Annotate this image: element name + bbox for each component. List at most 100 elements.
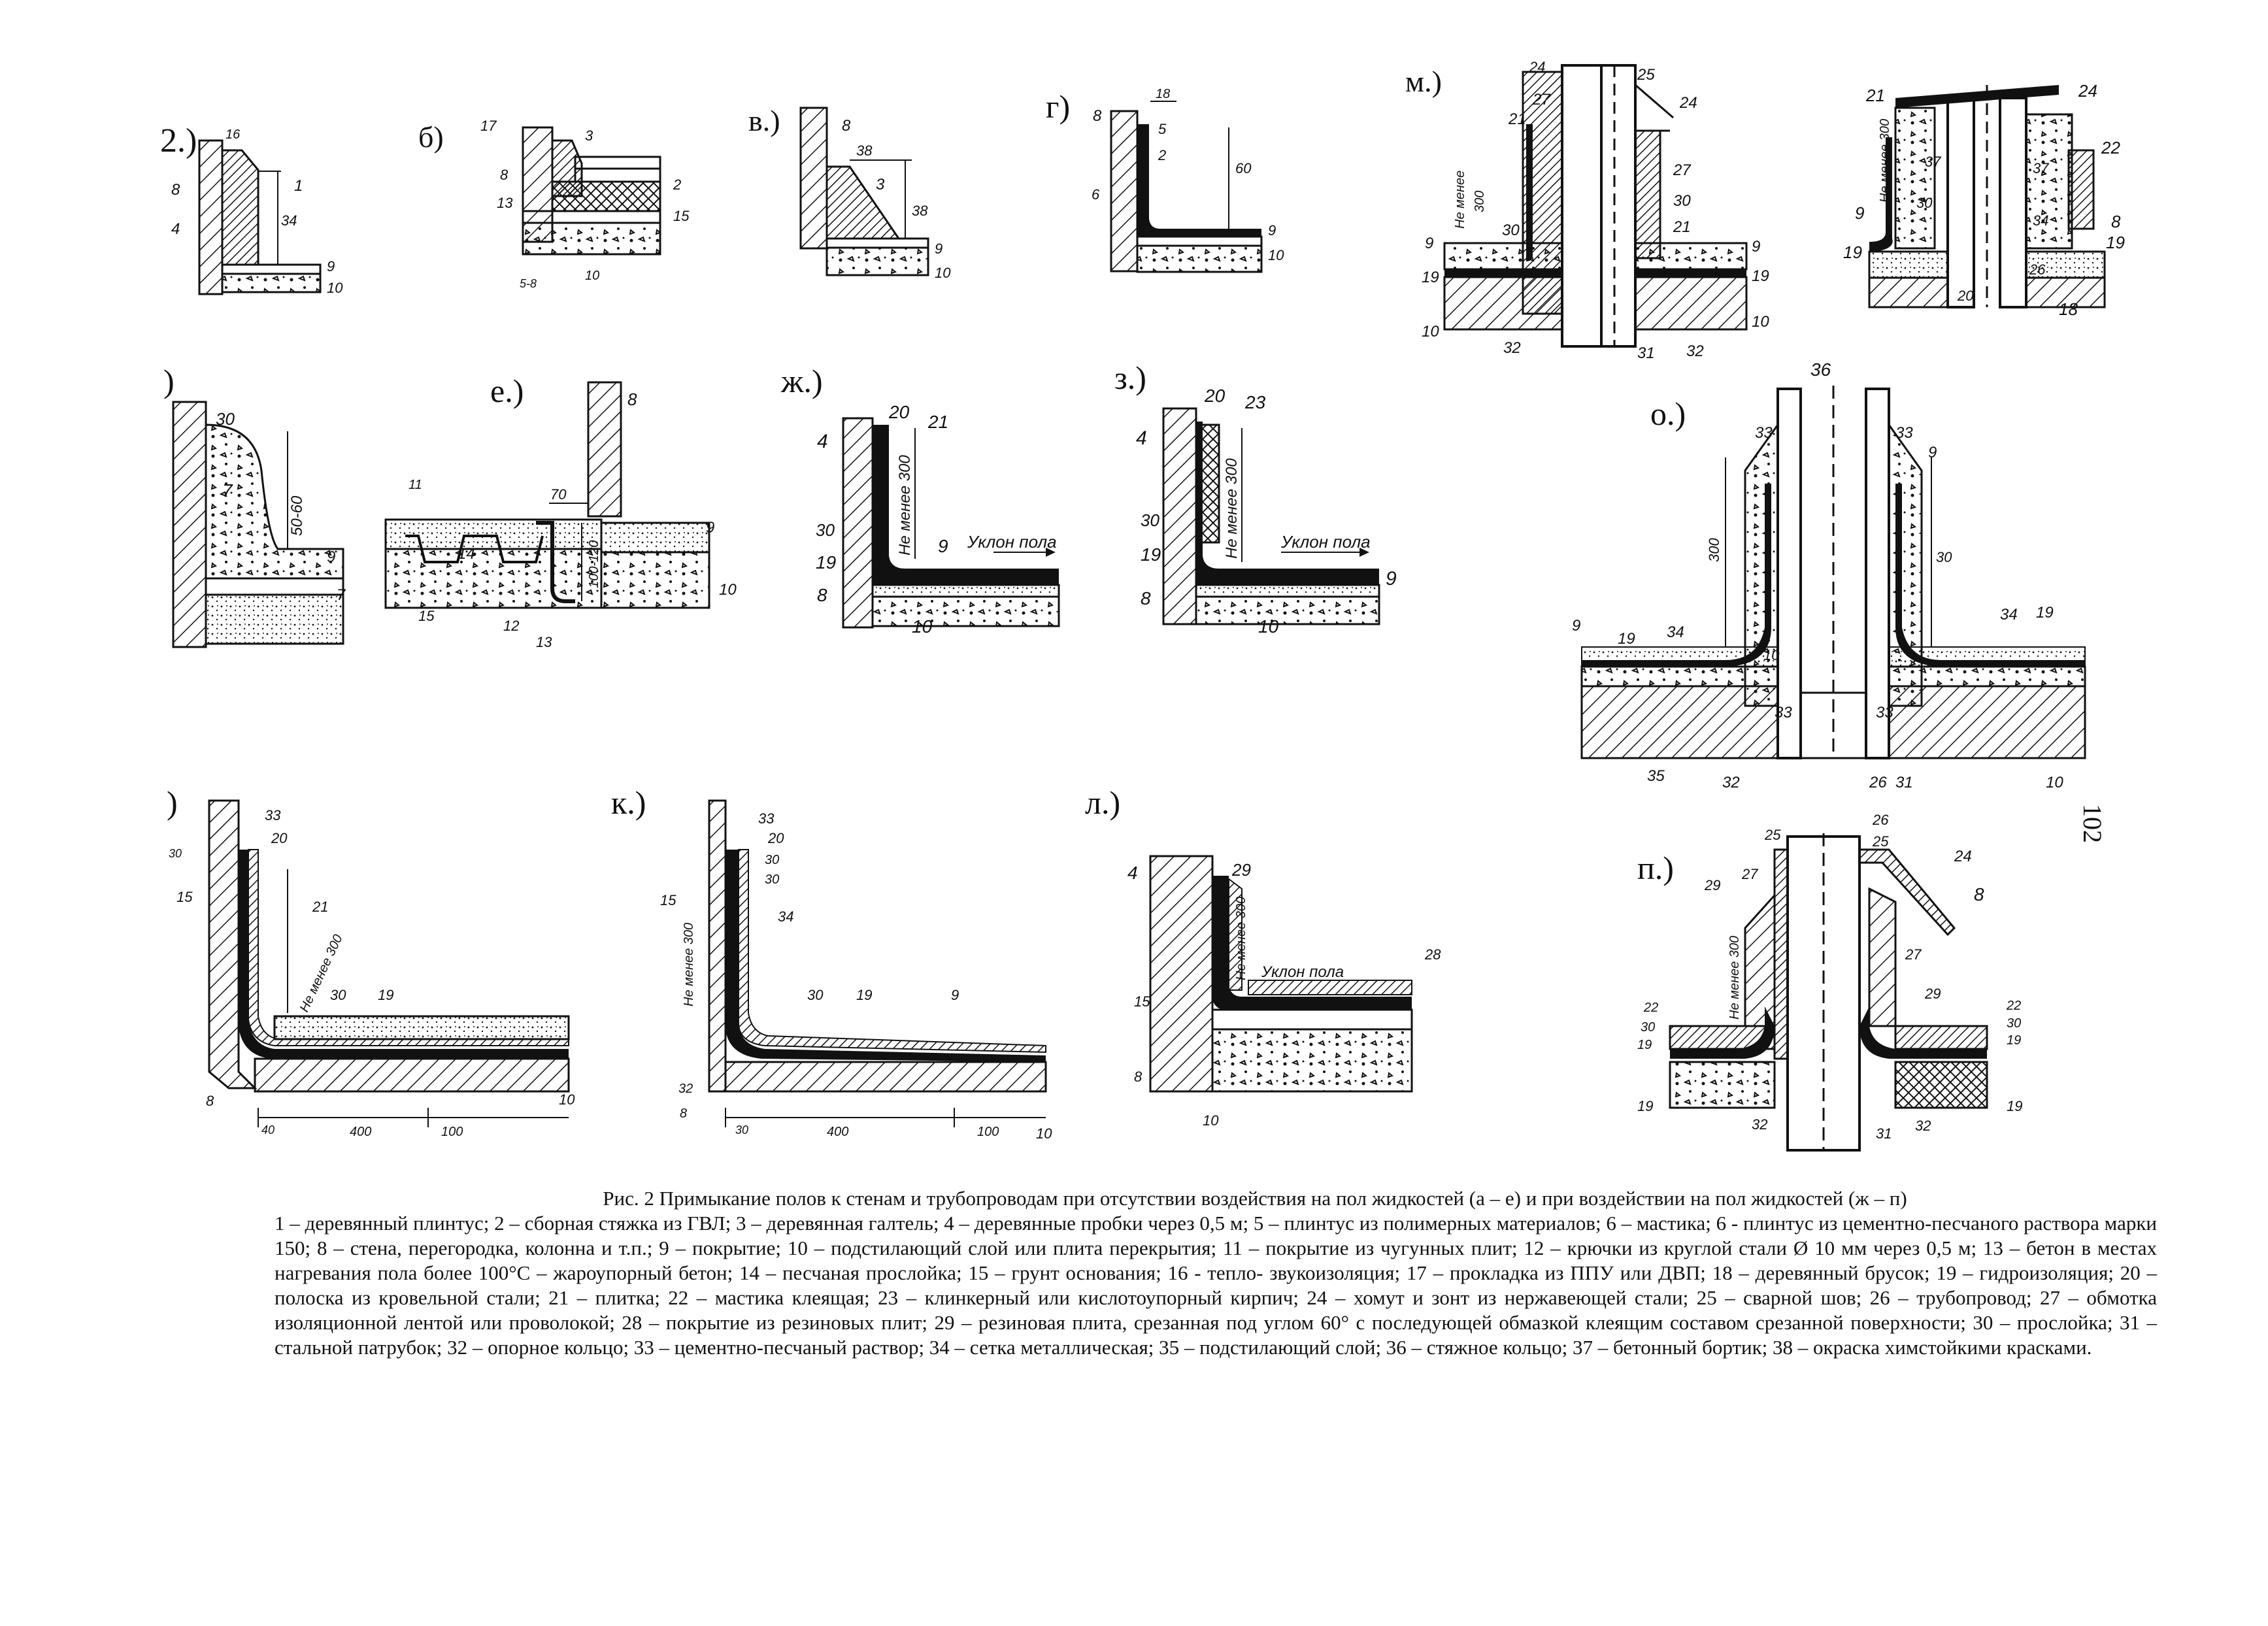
label-27: 27 [1905,946,1922,963]
label-28: 28 [1424,946,1441,963]
label-8: 8 [627,390,637,409]
text-ne-menee-300: Не менее 300 [1878,119,1892,203]
detail-o-tag: о.) [1650,395,1686,432]
label-19: 19 [1637,1038,1652,1052]
label-31: 31 [1895,774,1913,791]
label-20: 20 [888,402,910,422]
detail-i-tag: ) [167,784,178,821]
text-uklon-pola: Уклон пола [967,532,1057,552]
label-25: 25 [1764,827,1781,843]
label-33: 33 [758,810,775,827]
label-10: 10 [1258,616,1279,637]
label-100: 100 [977,1125,999,1139]
label-10: 10 [1752,313,1769,331]
label-16: 16 [225,127,241,142]
label-30: 30 [735,1123,748,1137]
label-70: 70 [550,486,567,503]
label-9: 9 [938,536,948,556]
label-29: 29 [1924,986,1941,1002]
label-23: 23 [1244,392,1266,412]
label-5-8: 5-8 [520,277,537,290]
label-32: 32 [1722,774,1740,791]
label-4: 4 [1136,427,1147,449]
label-22: 22 [1643,1001,1658,1015]
label-4: 4 [171,220,180,238]
label-34: 34 [778,908,793,925]
label-27: 27 [1532,91,1551,108]
detail-e: е.) 8 11 70 14 9 100-120 10 15 12 13 [384,373,737,650]
label-21: 21 [1673,218,1691,236]
label-26: 26 [1869,774,1887,791]
label-22: 22 [2006,999,2021,1013]
label-9: 9 [706,519,714,537]
detail-z: з.) 20 23 4 30 19 8 9 10 Не менее 300 Ук… [1114,359,1397,637]
label-30: 30 [807,987,824,1003]
label-21: 21 [1508,110,1526,128]
label-100-120: 100-120 [587,540,601,588]
label-33: 33 [1775,704,1792,722]
label-15: 15 [176,889,193,905]
label-4: 4 [817,431,828,452]
label-30: 30 [816,520,835,540]
detail-b: б) 17 3 8 2 13 15 10 5-8 [418,118,690,290]
label-19: 19 [816,552,836,572]
label-30: 30 [765,853,779,867]
label-7: 7 [337,586,346,604]
label-10: 10 [1763,647,1780,663]
label-8: 8 [842,117,851,135]
label-100: 100 [441,1125,463,1139]
label-8: 8 [2111,212,2121,231]
label-19: 19 [1843,242,1862,262]
label-7: 7 [222,480,233,501]
label-19: 19 [856,987,872,1003]
label-6: 6 [1092,186,1100,203]
label-26: 26 [1872,812,1889,828]
label-9: 9 [1268,222,1276,239]
detail-zh-tag: ж.) [780,363,823,399]
label-8: 8 [680,1106,687,1121]
label-38: 38 [912,203,928,219]
label-9: 9 [1386,568,1397,589]
label-3: 3 [585,127,593,144]
label-60: 60 [1235,160,1252,176]
label-33: 33 [1755,424,1773,442]
label-21: 21 [1865,86,1885,105]
label-30: 30 [169,847,182,860]
label-32: 32 [678,1082,693,1096]
label-25: 25 [1872,833,1889,850]
label-30: 30 [765,872,779,887]
label-21: 21 [312,899,328,915]
label-9: 9 [327,548,335,566]
label-8: 8 [171,181,180,199]
label-10: 10 [719,581,737,599]
label-31: 31 [1637,344,1655,362]
label-20: 20 [1957,288,1974,304]
label-31: 31 [1876,1125,1892,1142]
label-35: 35 [1647,767,1665,785]
detail-z-tag: з.) [1114,359,1146,396]
detail-d-tag: ) [163,363,175,399]
label-19: 19 [1637,1098,1653,1114]
label-34: 34 [281,212,297,229]
label-32: 32 [1686,342,1704,360]
label-1: 1 [294,177,303,195]
caption-legend: 1 – деревянный плинтус; 2 – сборная стяж… [275,1212,2157,1359]
label-11: 11 [409,478,422,492]
text-ne-menee-300: Не менее 300 [682,923,696,1006]
label-27: 27 [1741,866,1758,882]
label-30: 30 [330,987,346,1003]
label-34: 34 [2000,606,2018,623]
label-19: 19 [2106,233,2125,252]
label-50-60: 50-60 [288,495,306,536]
label-40: 40 [261,1123,275,1137]
label-29: 29 [1704,877,1720,893]
label-37: 37 [2033,160,2049,176]
label-10: 10 [559,1091,575,1108]
detail-g: г) 8 18 5 2 6 60 9 10 [1046,87,1284,273]
label-400: 400 [350,1125,371,1139]
label-15: 15 [660,892,676,908]
detail-a: 2.) 16 1 8 4 34 9 10 [160,122,343,296]
label-9: 9 [1928,444,1937,461]
detail-d: ) 30 50-60 7 9 7 [163,363,346,648]
label-24: 24 [1954,848,1972,865]
